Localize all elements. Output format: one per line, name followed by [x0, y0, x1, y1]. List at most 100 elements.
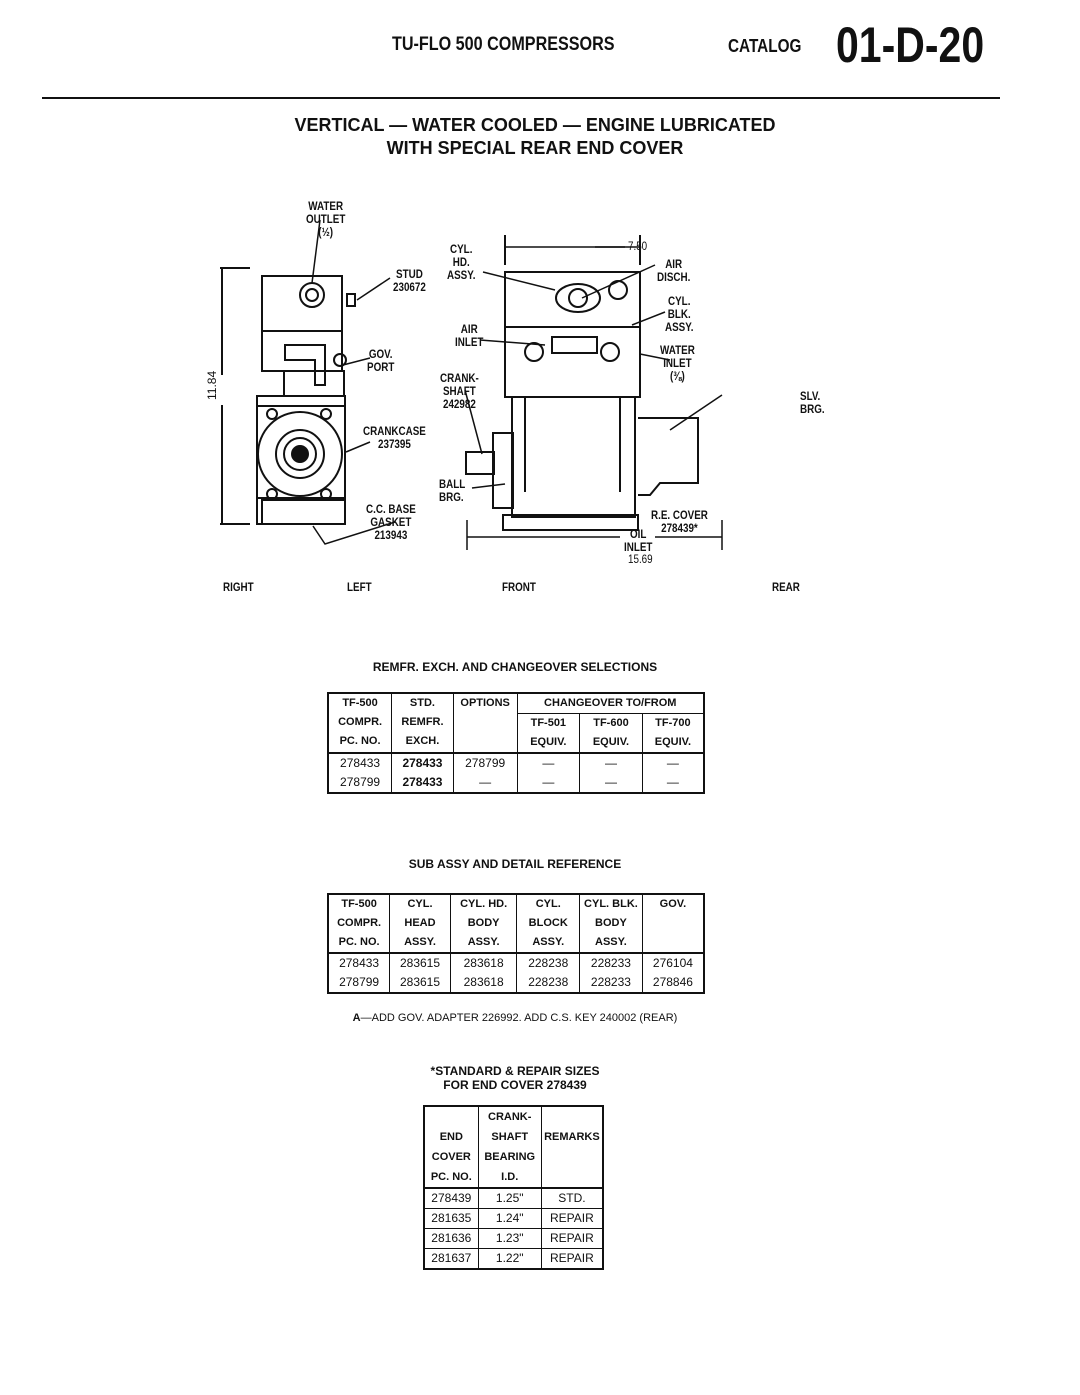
cell: — — [516, 773, 581, 793]
table2-title: SUB ASSY AND DETAIL REFERENCE — [408, 857, 622, 871]
cell: 228238 — [516, 953, 581, 973]
cell: — — [641, 753, 705, 773]
header-line: STD. — [409, 697, 435, 709]
header-rule — [42, 97, 1000, 99]
table3-title-line2: FOR END COVER 278439 — [443, 1078, 587, 1092]
label-line: AIR — [665, 257, 683, 271]
header-line: REMFR. — [401, 716, 444, 728]
cell: 228238 — [516, 973, 581, 993]
label-line: 213943 — [374, 528, 408, 542]
footnote-text: —ADD GOV. ADAPTER 226992. ADD C.S. KEY 2… — [360, 1012, 678, 1024]
cell: 1.22" — [477, 1248, 542, 1270]
catalog-number: 01-D-20 — [836, 17, 985, 73]
label-line: (½) — [318, 225, 334, 239]
header-cell: CYL. BLK. BODY ASSY. — [579, 894, 643, 954]
view-label-front: FRONT — [502, 580, 536, 594]
label-line: CRANKCASE — [363, 424, 426, 438]
label-air-disch: AIR DISCH. — [657, 258, 690, 284]
label-line: STUD — [396, 267, 423, 281]
dimension-height: 11.84 — [205, 370, 219, 400]
dimension-width: 7.50 — [628, 239, 648, 253]
label-line: 230672 — [393, 280, 426, 294]
view-label-right: RIGHT — [223, 580, 254, 594]
header-line: BEARING — [484, 1151, 536, 1163]
cell: 278846 — [641, 973, 705, 993]
cell: 283615 — [389, 953, 451, 973]
cell: 278433 — [391, 773, 454, 793]
header-line: BODY — [467, 917, 500, 929]
label-stud: STUD 230672 — [393, 268, 426, 294]
label-line: CRANK- — [440, 371, 479, 385]
label-oil-inlet: OIL INLET — [624, 528, 652, 554]
cell: STD. — [540, 1188, 604, 1209]
label-water-outlet: WATER OUTLET (½) — [306, 200, 345, 239]
front-view — [464, 235, 723, 550]
cell: 283615 — [389, 973, 451, 993]
footnote-prefix: A — [352, 1012, 361, 1024]
label-cc-base-gasket: C.C. BASE GASKET 213943 — [366, 503, 416, 542]
header-line: ASSY. — [595, 936, 627, 948]
label-cyl-blk-assy: CYL. BLK. ASSY. — [665, 295, 693, 334]
header-line: CYL. BLK. — [584, 898, 638, 910]
page-title-line2: WITH SPECIAL REAR END COVER — [386, 138, 684, 158]
cell: 228233 — [579, 973, 643, 993]
side-view — [220, 219, 396, 545]
header-line: SHAFT — [491, 1131, 529, 1143]
cell: REPAIR — [540, 1248, 604, 1270]
header-line: TF-500 — [342, 697, 378, 709]
header-line: CYL. — [535, 898, 561, 910]
header-cell: REMARKS — [540, 1106, 604, 1189]
header-line: EQUIV. — [530, 736, 567, 748]
view-label-rear: REAR — [772, 580, 800, 594]
header-line: PC. NO. — [430, 1171, 472, 1183]
dimension-length: 15.69 — [628, 552, 653, 566]
header-line: CRANK- — [488, 1111, 532, 1123]
cell: 278799 — [327, 773, 393, 793]
footnote: A—ADD GOV. ADAPTER 226992. ADD C.S. KEY … — [0, 1012, 1030, 1024]
header-line: TF-501 — [530, 717, 567, 729]
label-line: SLV. — [800, 389, 821, 403]
table1-title: REMFR. EXCH. AND CHANGEOVER SELECTIONS — [372, 660, 658, 674]
label-line: 242982 — [442, 397, 476, 411]
header-line: EXCH. — [405, 735, 440, 747]
header-line: BODY — [595, 917, 627, 929]
header-line — [542, 1107, 602, 1127]
cell: 281636 — [423, 1228, 479, 1249]
header-cell: GOV. — [641, 894, 705, 954]
header-cell: CYL. BLOCK ASSY. — [516, 894, 581, 954]
cell: 1.25" — [477, 1188, 542, 1209]
header-cell: OPTIONS — [452, 693, 518, 754]
label-slv-brg: SLV. BRG. — [800, 390, 825, 416]
header-line: ASSY. — [404, 936, 436, 948]
cell: — — [579, 753, 643, 773]
header-line: TF-500 — [341, 898, 377, 910]
cell: 1.24" — [477, 1208, 542, 1229]
label-line: WATER — [308, 199, 344, 213]
header-line: CYL. — [407, 898, 433, 910]
header-line: PC. NO. — [339, 735, 381, 747]
label-line: GOV. — [368, 347, 393, 361]
label-line: DISCH. — [657, 270, 691, 284]
compressor-diagram — [220, 219, 723, 550]
label-line: 237395 — [378, 437, 411, 451]
group-header: CHANGEOVER TO/FROM — [516, 693, 705, 714]
header-line: ASSY. — [532, 936, 565, 948]
table3-title-line1: *STANDARD & REPAIR SIZES — [430, 1064, 600, 1078]
label-line: HD. — [452, 255, 470, 269]
cell: — — [452, 773, 518, 793]
label-re-cover: R.E. COVER 278439* — [651, 509, 708, 535]
header-line: ASSY. — [467, 936, 500, 948]
header-line: BLOCK — [528, 917, 568, 929]
header-line: HEAD — [404, 917, 436, 929]
label-line: OUTLET — [306, 212, 346, 226]
label-line: ASSY. — [447, 268, 476, 282]
cell: 278433 — [327, 753, 393, 773]
